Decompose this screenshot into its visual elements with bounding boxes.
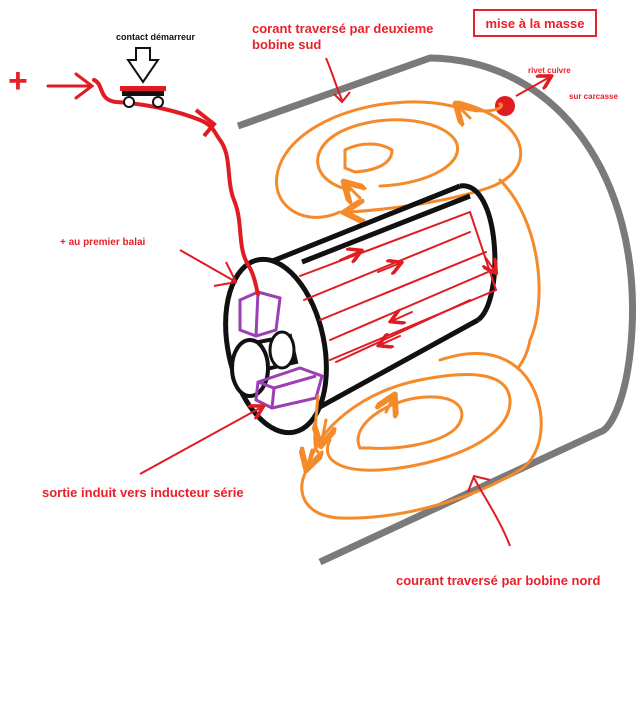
first-brush-pointer-arrow xyxy=(179,249,238,287)
south-coil-pointer-arrow xyxy=(325,57,351,104)
starter-contact-label: contact démarreur xyxy=(116,32,196,42)
starter-contact-symbol xyxy=(120,47,166,108)
housing-arc xyxy=(236,54,637,566)
south-coil-label-line1: corant traversé par deuxieme xyxy=(252,21,433,36)
input-arrow xyxy=(46,72,95,100)
on-housing-label: sur carcasse xyxy=(569,92,618,101)
armature-output-label: sortie induit vers inducteur série xyxy=(42,485,244,500)
plus-sign: + xyxy=(8,62,28,100)
armature-current xyxy=(299,210,496,363)
ground-label-box xyxy=(473,9,597,37)
south-coil-label-line2: bobine sud xyxy=(252,37,321,52)
copper-rivet xyxy=(495,96,515,116)
south-coil-current xyxy=(275,102,541,342)
wire-arrow-mark xyxy=(194,108,217,138)
commutator xyxy=(230,330,299,398)
supply-wire xyxy=(92,78,260,296)
ground-label: mise à la masse xyxy=(485,16,584,31)
north-coil-pointer-arrow xyxy=(467,474,511,547)
north-coil-label: courant traversé par bobine nord xyxy=(396,573,600,588)
armature-output-pointer-arrow xyxy=(139,408,260,475)
rivet-pointer-arrow xyxy=(515,78,548,97)
armature-cylinder xyxy=(223,183,498,436)
copper-rivet-label: rivet cuivre xyxy=(528,66,571,75)
lower-brush xyxy=(254,366,324,410)
first-brush-label: + au premier balai xyxy=(60,237,146,248)
north-coil-current xyxy=(302,338,543,520)
